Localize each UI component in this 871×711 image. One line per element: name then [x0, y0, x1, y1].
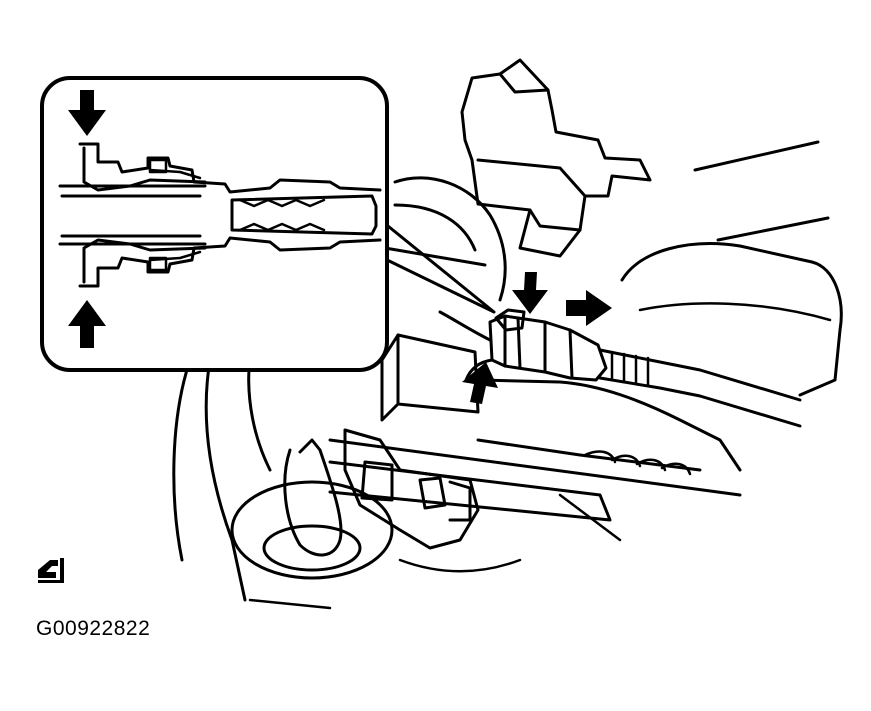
quick-connector-assembly: [438, 308, 802, 428]
stylized-logo-icon: [38, 558, 64, 583]
mount-plate: [343, 428, 480, 550]
inset-detail: [40, 76, 389, 372]
inset-frame: [40, 76, 389, 372]
press-arrow-icon: [68, 90, 106, 136]
press-arrow-icon: [68, 300, 106, 348]
background-components: [172, 58, 843, 610]
pull-arrow-icon: [566, 290, 612, 326]
press-arrow-icon: [462, 362, 498, 404]
fuel-line: [598, 348, 802, 402]
connector-cross-section: [58, 142, 382, 288]
corrugated-housing: [478, 378, 742, 472]
figure-id-code: G00922822: [36, 617, 151, 640]
press-arrow-icon: [512, 272, 548, 314]
main-view-arrows: [462, 272, 612, 404]
upper-bracket: [460, 72, 652, 232]
rubber-isolator: [230, 480, 394, 580]
large-hose: [620, 242, 843, 397]
callout-leader-line: [381, 220, 496, 314]
quick-connector: [488, 314, 608, 382]
housing-box: [396, 333, 480, 414]
